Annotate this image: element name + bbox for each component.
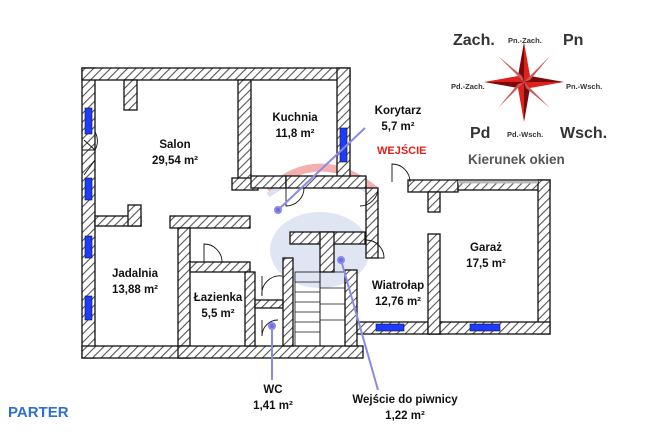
wall [336, 67, 351, 184]
compass-pn-zach: Pn.-Zach. [508, 36, 542, 45]
compass-pd: Pd [470, 125, 491, 142]
room-area: 5,5 m² [201, 308, 235, 320]
wall [250, 175, 287, 189]
window [84, 295, 93, 321]
room-area: 12,76 m² [374, 296, 422, 308]
wall [319, 231, 335, 273]
wall [169, 215, 251, 229]
doors [82, 131, 411, 337]
wall [427, 191, 441, 213]
wall [537, 179, 551, 335]
wall [177, 345, 364, 359]
windows [84, 107, 501, 332]
room-jadalnia: Jadalnia 13,88 m² [95, 266, 175, 298]
room-area: 1,41 m² [253, 400, 293, 412]
wall [407, 179, 459, 193]
compass-pn: Pn [563, 32, 584, 49]
room-korytarz: Korytarz 5,7 m² [358, 103, 438, 135]
room-name: Kuchnia [272, 112, 318, 124]
compass-wsch: Wsch. [560, 125, 608, 142]
room-area: 1,22 m² [385, 410, 425, 422]
room-area: 5,7 m² [381, 121, 415, 133]
room-wc: WC 1,41 m² [238, 382, 308, 414]
wall [427, 233, 441, 335]
compass-title: Kierunek okien [468, 152, 565, 167]
room-name: Wiatrołap [371, 280, 425, 292]
room-name: Salon [159, 139, 191, 151]
compass-pd-wsch: Pd.-Wsch. [507, 130, 544, 139]
wall [237, 79, 252, 189]
compass-zach: Zach. [453, 32, 495, 49]
stairs [294, 271, 346, 347]
compass-pn-wsch: Pn.-Wsch. [566, 82, 603, 91]
wall [123, 79, 138, 111]
room-area: 29,54 m² [151, 155, 199, 167]
compass-pd-zach: Pd.-Zach. [451, 82, 485, 91]
compass-rose [484, 42, 564, 122]
room-name: Jadalnia [111, 268, 159, 280]
wall [254, 299, 284, 309]
room-area: 17,5 m² [466, 258, 506, 270]
room-name: WC [263, 384, 283, 396]
pointers [268, 127, 379, 391]
wall [81, 67, 351, 81]
room-name: Korytarz [374, 105, 422, 117]
room-piwnica: Wejście do piwnicy 1,22 m² [335, 392, 475, 424]
wall [189, 261, 251, 273]
window [469, 323, 501, 332]
window [84, 235, 93, 259]
room-wiatrolap: Wiatrołap 12,76 m² [360, 278, 436, 310]
wall [127, 204, 142, 227]
room-garaz: Garaż 17,5 m² [446, 240, 526, 272]
room-kuchnia: Kuchnia 11,8 m² [255, 110, 335, 142]
window [84, 107, 93, 135]
room-name: Wejście do piwnicy [352, 394, 458, 406]
entrance-label: WEJŚCIE [377, 145, 427, 157]
room-salon: Salon 29,54 m² [130, 137, 220, 169]
wall [244, 271, 256, 347]
wall [81, 345, 191, 359]
room-area: 11,8 m² [275, 128, 315, 140]
room-area: 13,88 m² [111, 284, 159, 296]
room-lazienka: Łazienka 5,5 m² [188, 290, 248, 322]
window [375, 323, 405, 332]
room-name: Łazienka [193, 292, 243, 304]
wall [282, 257, 294, 347]
wall [365, 187, 379, 259]
window [84, 177, 93, 201]
wall [285, 175, 367, 189]
floor-label: PARTER [8, 404, 69, 421]
room-name: Garaż [470, 242, 502, 254]
